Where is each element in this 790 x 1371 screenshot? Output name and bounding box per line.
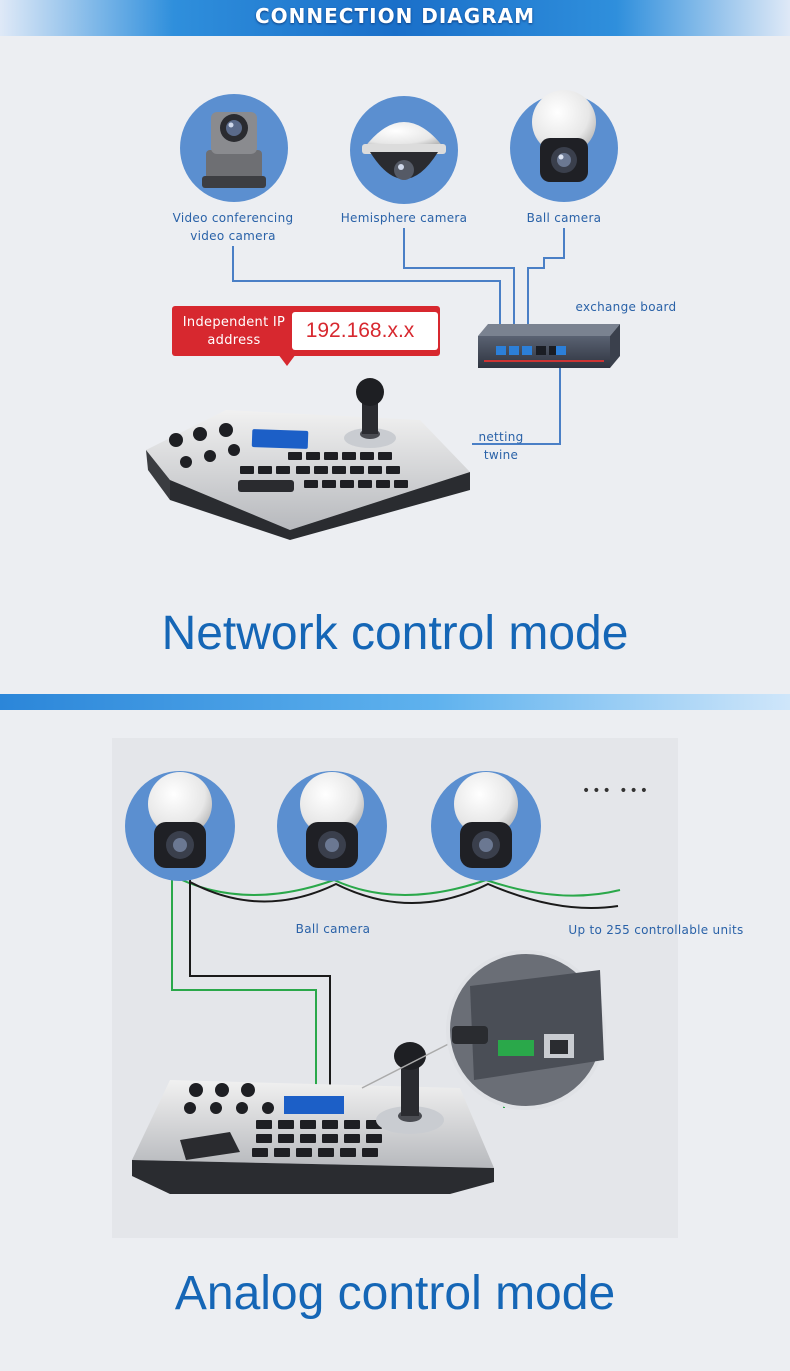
ip-label-line: Independent IP	[182, 315, 286, 330]
network-mode-title: Network control mode	[161, 607, 629, 660]
network-switch-icon	[478, 324, 620, 368]
page-title: CONNECTION DIAGRAM	[254, 4, 535, 28]
cable-label-line: netting	[478, 430, 524, 444]
video-conference-camera-icon	[180, 94, 288, 202]
ip-callout-pointer	[278, 354, 296, 366]
more-cameras-indicator: ••• •••	[582, 783, 650, 799]
analog-keyboard-controller-icon	[132, 1042, 494, 1194]
ip-value-box	[292, 312, 438, 350]
section-divider	[0, 694, 790, 710]
analog-ball-camera-icon-1	[125, 771, 235, 881]
camera-label-line: video camera	[190, 229, 276, 243]
analog-mode-title: Analog control mode	[174, 1267, 616, 1320]
cable-label: netting twine	[474, 428, 528, 464]
ip-address-value: 192.168.x.x	[305, 319, 415, 342]
hemisphere-camera-label: Hemisphere camera	[340, 211, 468, 225]
hemisphere-camera-icon	[350, 96, 458, 204]
network-cables	[232, 228, 565, 445]
video-conference-camera-label: Video conferencing video camera	[160, 209, 306, 245]
connector-detail-magnifier-icon	[361, 950, 606, 1110]
analog-ball-camera-label: Ball camera	[295, 922, 371, 936]
exchange-board-label: exchange board	[575, 300, 677, 314]
analog-ball-camera-icon-2	[277, 771, 387, 881]
ball-camera-icon	[510, 90, 618, 202]
ip-label-line: address	[207, 333, 261, 348]
ip-address-label: Independent IP address	[176, 314, 292, 350]
header-banner	[0, 0, 790, 36]
analog-ball-camera-icon-3	[431, 771, 541, 881]
ball-camera-label: Ball camera	[526, 211, 602, 225]
network-keyboard-controller-icon	[146, 378, 470, 540]
camera-label-line: Video conferencing	[172, 211, 294, 225]
controllable-units-label: Up to 255 controllable units	[568, 923, 744, 937]
cable-label-line: twine	[483, 448, 519, 462]
